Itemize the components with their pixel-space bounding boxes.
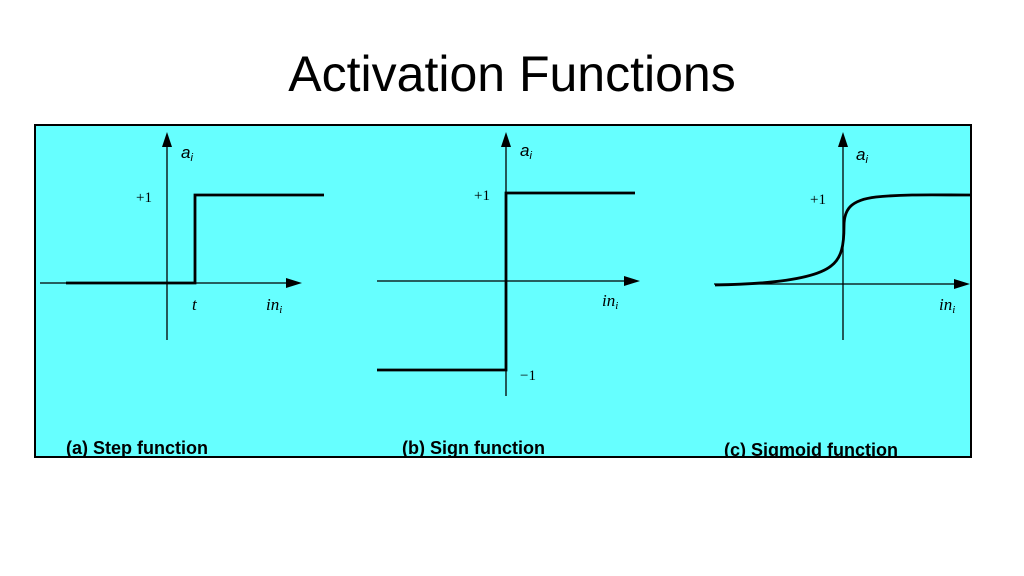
sign-function-caption: (b) Sign function [402, 438, 545, 456]
sign-lower-level-label: −1 [520, 368, 536, 384]
step-y-axis-label: ai [181, 143, 193, 164]
step-y-axis-arrow [162, 132, 172, 147]
step-function-plot: ai +1 t ini (a) Step function [40, 132, 324, 456]
step-upper-level-label: +1 [136, 190, 152, 206]
sigmoid-function-caption: (c) Sigmoid function [724, 440, 898, 456]
step-function-caption: (a) Step function [66, 438, 208, 456]
sigmoid-x-axis-label: ini [939, 295, 955, 316]
sign-x-axis-arrow [624, 276, 640, 286]
sigmoid-y-axis-arrow [838, 132, 848, 147]
sigmoid-function-curve [714, 193, 970, 287]
sign-y-axis-arrow [501, 132, 511, 147]
step-threshold-label: t [192, 295, 198, 314]
sigmoid-x-axis-arrow [954, 279, 970, 289]
sign-function-curve [377, 191, 635, 372]
sign-function-plot: ai +1 −1 ini (b) Sign function [377, 132, 640, 456]
sign-x-axis-label: ini [602, 291, 618, 312]
sigmoid-y-axis-label: ai [856, 145, 868, 166]
sign-upper-level-label: +1 [474, 188, 490, 204]
sign-y-axis-label: ai [520, 141, 532, 162]
step-x-axis-arrow [286, 278, 302, 288]
sigmoid-function-plot: ai +1 ini (c) Sigmoid function [714, 132, 970, 456]
activation-functions-figure: ai +1 t ini (a) Step function ai +1 −1 i… [34, 124, 972, 458]
step-function-curve [66, 193, 324, 285]
slide-title: Activation Functions [288, 46, 736, 102]
step-x-axis-label: ini [266, 295, 282, 316]
sigmoid-upper-level-label: +1 [810, 192, 826, 208]
figure-background [36, 126, 970, 456]
activation-functions-diagram: ai +1 t ini (a) Step function ai +1 −1 i… [36, 126, 970, 456]
